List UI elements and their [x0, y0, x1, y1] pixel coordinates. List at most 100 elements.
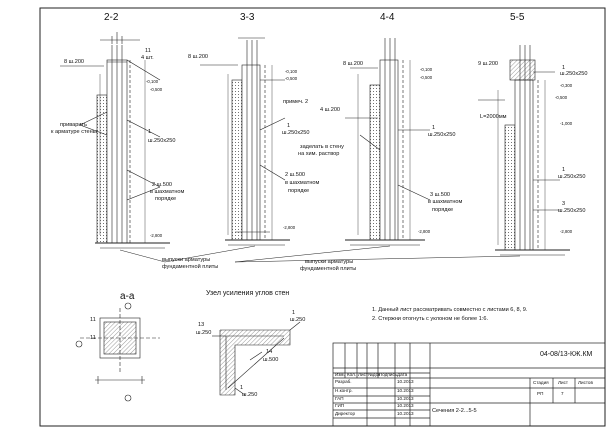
- s22-mark-2: 2 ш.500: [152, 182, 173, 188]
- tb-date-2: 10.2013: [397, 396, 414, 401]
- outlets-leaders: [119, 245, 521, 263]
- tb-col-izm: Изм.: [335, 372, 345, 377]
- node-title: Узел усиления углов стен: [206, 290, 290, 297]
- tb-date-3: 10.2013: [397, 403, 414, 408]
- s44-dia-1: ш.250х250: [428, 132, 456, 138]
- s44-mark-1: 1: [432, 125, 436, 131]
- section-4-4-drawing: [345, 38, 431, 246]
- outlets-label-2: фундаментной плиты: [162, 264, 219, 270]
- sheet-frame: [39, 7, 606, 427]
- s55-mark-1b: 1: [562, 167, 566, 173]
- tb-role-3: ГИП: [335, 403, 345, 408]
- tb-sheet-header: Лист: [558, 380, 568, 385]
- s55-mark-3: 3: [562, 201, 566, 207]
- s22-count: 4 шт.: [141, 55, 154, 61]
- note-2: 2. Стержни отогнуть с уклоном не более 1…: [372, 316, 489, 322]
- s33-bar-top: 8 ш.200: [188, 54, 209, 60]
- s33-level-0500: -0,500: [285, 76, 298, 81]
- s44-level-2800: -2,800: [418, 229, 431, 234]
- s22-stagger-1: в шахматном: [150, 189, 185, 195]
- s22-mark-11: 11: [145, 48, 151, 54]
- s55-length: L=2000мм: [480, 114, 507, 120]
- s44-level-0500: -0,500: [420, 75, 433, 80]
- tb-col-kol: Кол.: [347, 372, 357, 377]
- s44-seal-2: на хим. раствор: [298, 151, 340, 157]
- section-title-5-5: 5-5: [510, 12, 525, 23]
- node-mark-1b-dia: ш.250: [242, 392, 258, 398]
- s22-level-0500: -0,500: [150, 87, 163, 92]
- tb-col-ndoc: №док: [368, 372, 381, 377]
- section-a-a-drawing: [75, 302, 160, 402]
- s22-weld-1: приварить: [60, 122, 87, 128]
- s55-level-0300: -0,300: [560, 83, 573, 88]
- s33-stagger-2: порядке: [288, 188, 310, 194]
- s22-dia-1: ш.250х250: [148, 138, 176, 144]
- s33-mark-2: 2 ш.500: [285, 172, 306, 178]
- s22-bar-top: 8 ш.200: [64, 59, 85, 65]
- section-title-2-2: 2-2: [104, 12, 119, 23]
- section-3-3-drawing: [200, 37, 290, 246]
- node-mark-1-dia: ш.250: [290, 317, 306, 323]
- tb-date-4: 10.2013: [397, 411, 414, 416]
- s33-dia-1: ш.250х250: [282, 130, 310, 136]
- s22-stagger-2: порядке: [155, 196, 177, 202]
- s55-dia-mid: ш.250х250: [558, 174, 586, 180]
- s44-bar-left: 4 ш.200: [320, 107, 341, 113]
- section-title-4-4: 4-4: [380, 12, 395, 23]
- section-5-5-drawing: [478, 45, 570, 256]
- s55-level-0500: -0,500: [555, 95, 568, 100]
- s22-level-2800: -2,800: [150, 233, 163, 238]
- node-mark-1: 1: [292, 310, 296, 316]
- s55-level-2800: -2,800: [560, 229, 573, 234]
- s22-weld-2: к арматуре стены: [51, 129, 97, 135]
- s33-mark-1: 1: [287, 123, 291, 129]
- drawing-code: 04-08/13-КЖ.КМ: [540, 351, 593, 358]
- s55-dia-bot: ш.250х250: [558, 208, 586, 214]
- title-block-lines: [332, 342, 606, 427]
- outlets-label-3: выпуски арматуры: [305, 259, 354, 265]
- tb-stage-header: Стадия: [533, 380, 549, 385]
- tb-stage: РП: [537, 391, 544, 396]
- s55-dia-top: ш.250х250: [560, 71, 588, 77]
- s55-level-1000: -1,000: [560, 121, 573, 126]
- s55-bar-top: 9 ш.200: [478, 61, 499, 67]
- tb-role-4: Директор: [335, 411, 356, 416]
- s22-level-0100: -0,100: [146, 79, 159, 84]
- s44-stagger-1: в шахматном: [428, 199, 463, 205]
- node-mark-14-dia: ш.500: [263, 357, 279, 363]
- node-mark-1b: 1: [240, 385, 244, 391]
- node-mark-13: 13: [198, 322, 205, 328]
- aa-mark-11: 11: [90, 317, 96, 323]
- node-mark-13-dia: ш.250: [196, 330, 212, 336]
- tb-col-date: Дата: [397, 372, 408, 377]
- tb-col-list: Лист: [358, 372, 368, 377]
- s55-mark-1: 1: [562, 65, 566, 71]
- tb-sheet-no: 7: [561, 391, 564, 396]
- s44-bar-top: 8 ш.200: [343, 61, 364, 67]
- outlets-label-4: фундаментной плиты: [300, 266, 357, 272]
- tb-role-0: Разраб.: [335, 379, 352, 384]
- section-title-a-a: а-а: [120, 291, 135, 302]
- s33-level-0100: -0,100: [285, 69, 298, 74]
- outlets-label-1: выпуски арматуры: [162, 257, 211, 263]
- tb-date-1: 10.2013: [397, 388, 414, 393]
- tb-col-sign: Подпись: [379, 372, 398, 377]
- tb-role-1: Н.контр.: [335, 388, 353, 393]
- note-1: 1. Данный лист рассматривать совместно с…: [372, 307, 528, 313]
- tb-date-0: 10.2013: [397, 379, 414, 384]
- s33-stagger-1: в шахматном: [285, 180, 320, 186]
- corner-node-drawing: [212, 321, 301, 396]
- s33-note: примеч. 2: [283, 99, 309, 105]
- section-title-3-3: 3-3: [240, 12, 255, 23]
- tb-sheet-name: Сечения 2-2...5-5: [432, 408, 477, 414]
- s44-mark-2: 3 ш.500: [430, 192, 451, 198]
- s44-stagger-2: порядке: [432, 207, 454, 213]
- node-mark-14: 14: [266, 349, 273, 355]
- tb-role-2: ГАП: [335, 396, 344, 401]
- s44-level-0100: -0,100: [420, 67, 433, 72]
- s33-level-2800: -2,800: [283, 225, 296, 230]
- s44-seal-1: заделать в стену: [300, 144, 344, 150]
- aa-mark-11b: 11: [90, 335, 96, 341]
- section-2-2-drawing: [60, 32, 170, 249]
